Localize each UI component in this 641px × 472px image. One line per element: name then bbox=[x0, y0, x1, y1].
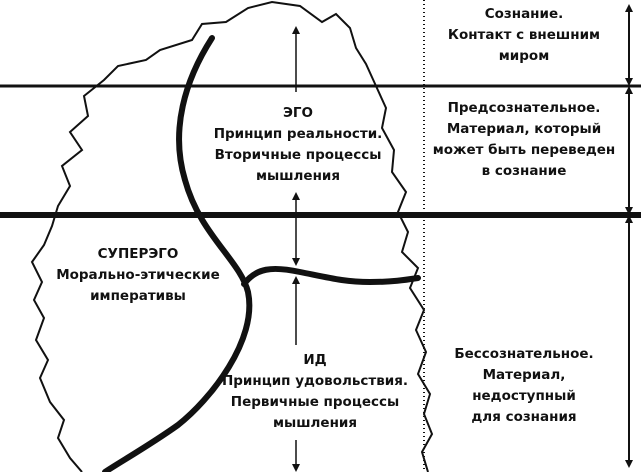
superego-title: СУПЕРЭГО bbox=[97, 246, 179, 262]
superego-label: СУПЕРЭГО Морально-этические императивы bbox=[50, 244, 226, 307]
conscious-label: Сознание. Контакт с внешним миром bbox=[432, 4, 616, 67]
unconscious-line-4: для сознания bbox=[471, 409, 577, 425]
preconscious-line-2: Материал, который bbox=[446, 121, 602, 137]
conscious-line-3: миром bbox=[498, 48, 550, 64]
ego-id-boundary bbox=[241, 265, 421, 287]
unconscious-title: Бессознательное. bbox=[454, 346, 594, 362]
id-line-4: мышления bbox=[272, 415, 358, 431]
id-line-3: Первичные процессы bbox=[230, 394, 400, 410]
conscious-title: Сознание. bbox=[484, 6, 564, 22]
ego-line-4: мышления bbox=[255, 168, 341, 184]
ego-title: ЭГО bbox=[283, 105, 313, 121]
superego-line-2: Морально-этические bbox=[56, 267, 220, 283]
id-label: ИД Принцип удовольствия. Первичные проце… bbox=[220, 350, 410, 434]
preconscious-label: Предсознательное. Материал, который може… bbox=[428, 98, 620, 182]
preconscious-title: Предсознательное. bbox=[447, 100, 601, 116]
ego-label: ЭГО Принцип реальности. Вторичные процес… bbox=[198, 103, 398, 187]
psyche-outline bbox=[30, 0, 434, 472]
id-title: ИД bbox=[303, 352, 327, 368]
ego-line-2: Принцип реальности. bbox=[213, 126, 383, 142]
superego-boundary bbox=[102, 35, 253, 472]
preconscious-line-4: в сознание bbox=[481, 163, 567, 179]
unconscious-line-3: недоступный bbox=[472, 388, 576, 404]
superego-line-3: императивы bbox=[90, 288, 186, 304]
unconscious-label: Бессознательное. Материал, недоступный д… bbox=[432, 344, 616, 428]
id-line-2: Принцип удовольствия. bbox=[221, 373, 409, 389]
preconscious-line-3: может быть переведен bbox=[432, 142, 616, 158]
ego-line-3: Вторичные процессы bbox=[214, 147, 382, 163]
unconscious-line-2: Материал, bbox=[482, 367, 566, 383]
conscious-line-2: Контакт с внешним bbox=[447, 27, 601, 43]
